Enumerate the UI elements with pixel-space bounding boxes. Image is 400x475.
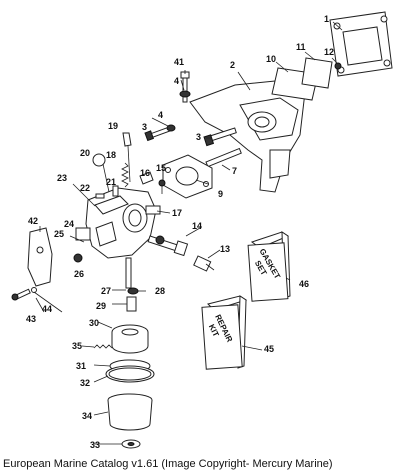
callout-11: 11 — [296, 42, 306, 52]
part-3-bolt-upper — [144, 125, 173, 142]
part-2-intake-manifold — [189, 79, 306, 193]
callout-25: 25 — [54, 229, 64, 239]
part-28-washer — [127, 287, 139, 295]
part-27-stud — [125, 257, 132, 289]
part-15-screw — [158, 179, 166, 194]
part-20-lever — [92, 153, 110, 193]
part-44-washer — [31, 287, 37, 293]
part-1-gasket-plate — [329, 11, 393, 77]
callout-31: 31 — [76, 361, 86, 371]
part-24-float — [75, 227, 91, 241]
callout-19: 19 — [108, 121, 118, 131]
callout-28: 28 — [155, 286, 165, 296]
callout-4-mid: 4 — [158, 110, 163, 120]
callout-24: 24 — [64, 219, 74, 229]
part-13-connector — [193, 255, 215, 272]
callout-13: 13 — [220, 244, 230, 254]
part-18-spring — [121, 162, 129, 188]
part-4-washer-mid — [166, 124, 176, 132]
callout-23: 23 — [57, 173, 67, 183]
gasket-set-box — [247, 231, 291, 302]
part-29-jet — [126, 296, 137, 312]
callout-3-lower: 3 — [196, 132, 201, 142]
part-21-fitting — [112, 185, 119, 197]
part-9-gasket — [162, 154, 213, 199]
part-7-stud — [205, 147, 242, 168]
callout-32: 32 — [80, 378, 90, 388]
callout-22: 22 — [80, 183, 90, 193]
part-26-nut — [73, 253, 83, 263]
part-4-washer-top — [179, 90, 191, 98]
callout-14: 14 — [192, 221, 202, 231]
callout-21: 21 — [106, 177, 116, 187]
part-11-reed — [301, 57, 333, 89]
callout-41: 41 — [174, 57, 184, 67]
callout-45: 45 — [264, 344, 274, 354]
callout-15: 15 — [156, 163, 166, 173]
callout-42: 42 — [28, 216, 38, 226]
part-14-high-speed-needle — [147, 235, 189, 257]
callout-7: 7 — [232, 166, 237, 176]
part-23-needle — [72, 183, 96, 207]
part-32-o-ring — [105, 365, 155, 383]
callout-30: 30 — [89, 318, 99, 328]
part-25-pin — [69, 235, 85, 243]
callout-10: 10 — [266, 54, 276, 64]
callout-1: 1 — [324, 14, 329, 24]
part-12-screw — [334, 62, 342, 70]
callout-43: 43 — [26, 314, 36, 324]
callout-16: 16 — [140, 168, 150, 178]
callout-18: 18 — [106, 150, 116, 160]
callout-12: 12 — [324, 47, 334, 57]
part-42-bracket — [27, 227, 53, 287]
callout-9: 9 — [218, 189, 223, 199]
part-43-screw — [11, 288, 31, 301]
part-34-bowl — [107, 393, 153, 431]
callout-3-upper: 3 — [142, 122, 147, 132]
callout-20: 20 — [80, 148, 90, 158]
callout-35: 35 — [72, 341, 82, 351]
image-caption: European Marine Catalog v1.61 (Image Cop… — [3, 458, 333, 470]
callout-4-top: 4 — [174, 76, 179, 86]
part-22-screw — [95, 193, 105, 199]
part-35-spring — [93, 344, 113, 349]
callout-29: 29 — [96, 301, 106, 311]
repair-kit-box — [201, 295, 248, 370]
callout-33: 33 — [90, 440, 100, 450]
callout-34: 34 — [82, 411, 92, 421]
part-30-float-bowl — [111, 324, 149, 354]
callout-27: 27 — [101, 286, 111, 296]
carburetor-body — [85, 187, 161, 259]
part-16-clip — [139, 171, 154, 185]
part-33-washer — [121, 439, 141, 449]
callout-2: 2 — [230, 60, 235, 70]
part-19-link — [122, 132, 132, 183]
callout-17: 17 — [172, 208, 182, 218]
callout-44: 44 — [42, 304, 52, 314]
callout-46: 46 — [299, 279, 309, 289]
callout-26: 26 — [74, 269, 84, 279]
